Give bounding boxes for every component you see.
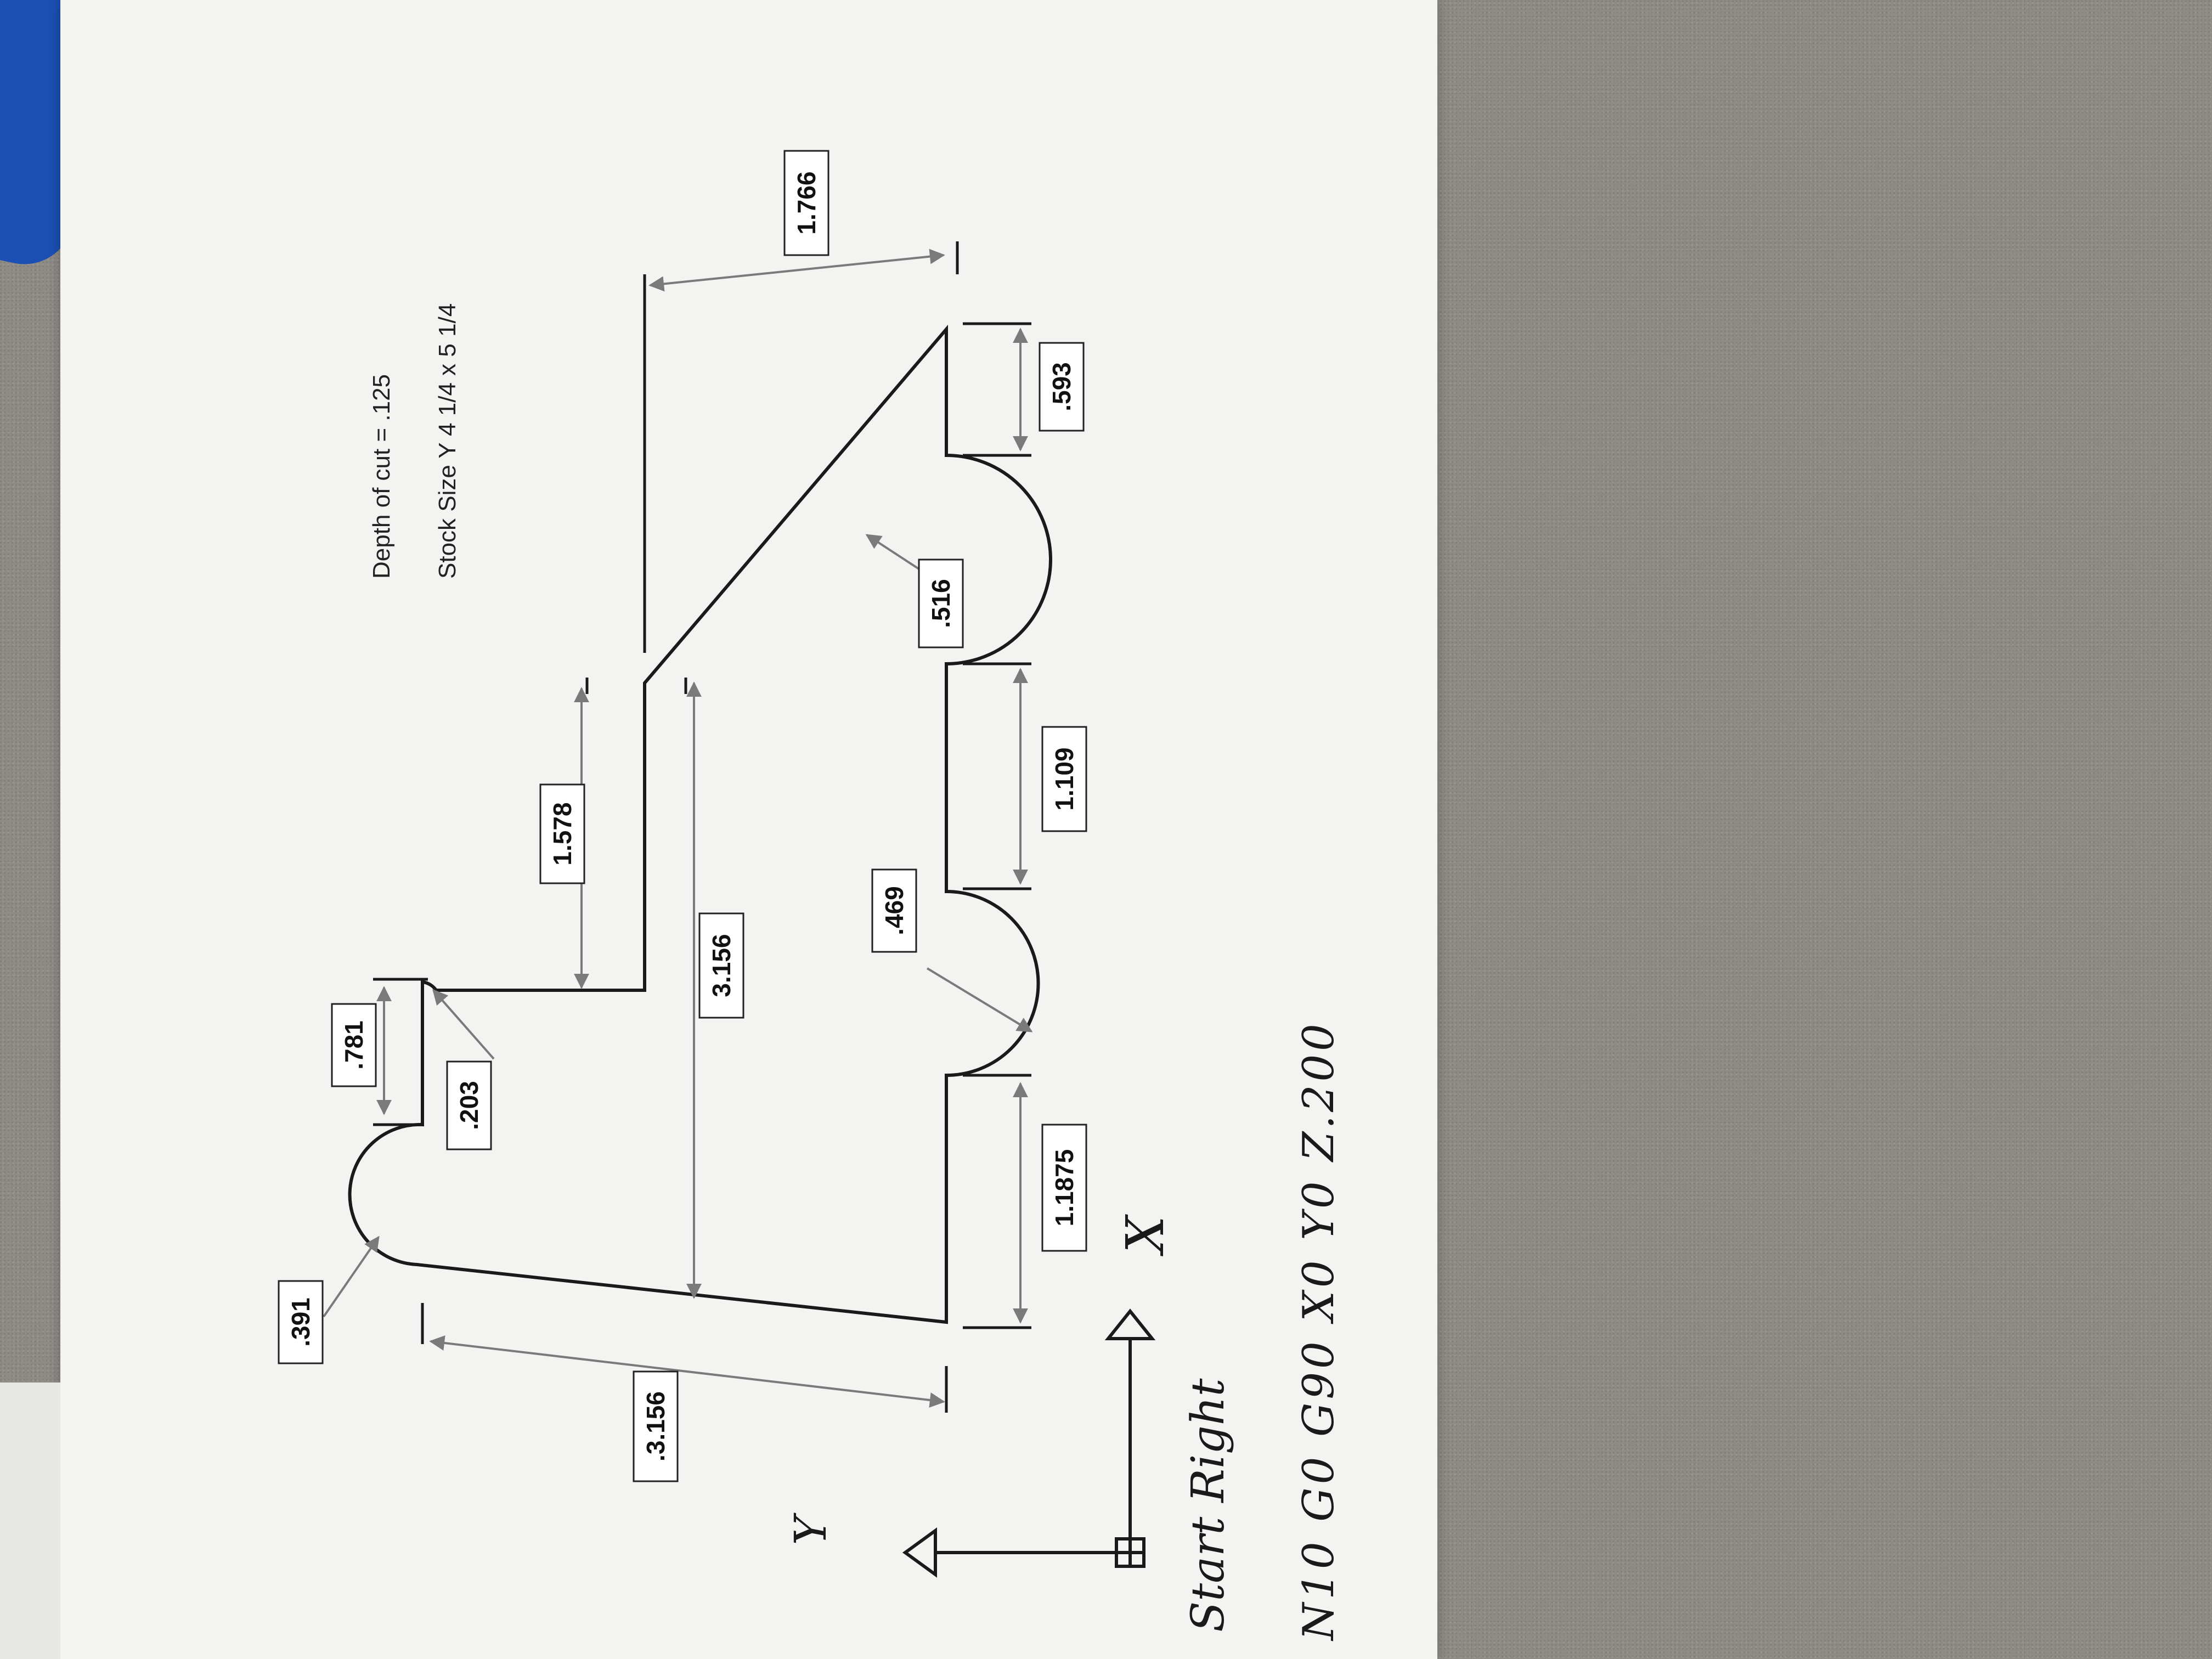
label-781: .781 xyxy=(340,1020,368,1070)
notes: Depth of cut = .125 Stock Size Y 4 1/4 x… xyxy=(368,303,461,579)
stock-size-note: Stock Size Y 4 1/4 x 5 1/4 xyxy=(434,303,461,579)
dimension-lines xyxy=(323,249,1033,1408)
dimension-labels: .391 .781 .203 1.578 3.156 .3.156 .469 xyxy=(278,150,1087,1482)
label-1109: 1.109 xyxy=(1050,747,1079,810)
x-axis-label: X xyxy=(1115,1214,1176,1257)
axes xyxy=(902,1308,1156,1578)
label-203: .203 xyxy=(455,1081,483,1130)
y-axis-arrow xyxy=(902,1527,937,1578)
gcode-note: N10 G0 G90 X0 Y0 Z.200 xyxy=(1294,1020,1344,1641)
paper-corner xyxy=(0,1383,60,1659)
label-391: .391 xyxy=(286,1297,315,1347)
label-1578: 1.578 xyxy=(548,802,577,865)
y-axis-label: Y xyxy=(785,1512,836,1545)
label-516: .516 xyxy=(927,579,955,628)
label-469: .469 xyxy=(880,886,909,935)
extension-lines xyxy=(373,241,1031,1413)
part-profile xyxy=(348,324,1052,1324)
depth-of-cut-note: Depth of cut = .125 xyxy=(368,374,395,579)
label-1766: 1.766 xyxy=(792,171,821,234)
label-3156-left: .3.156 xyxy=(641,1391,670,1462)
handwriting: Y X Start Right N10 G0 G90 X0 Y0 Z.200 xyxy=(785,1020,1344,1641)
start-right-note: Start Right xyxy=(1182,1378,1234,1632)
x-axis-arrow xyxy=(1104,1308,1156,1340)
label-11875: 1.1875 xyxy=(1050,1149,1079,1227)
label-3156-inner: 3.156 xyxy=(707,934,736,997)
label-593: .593 xyxy=(1047,362,1076,411)
